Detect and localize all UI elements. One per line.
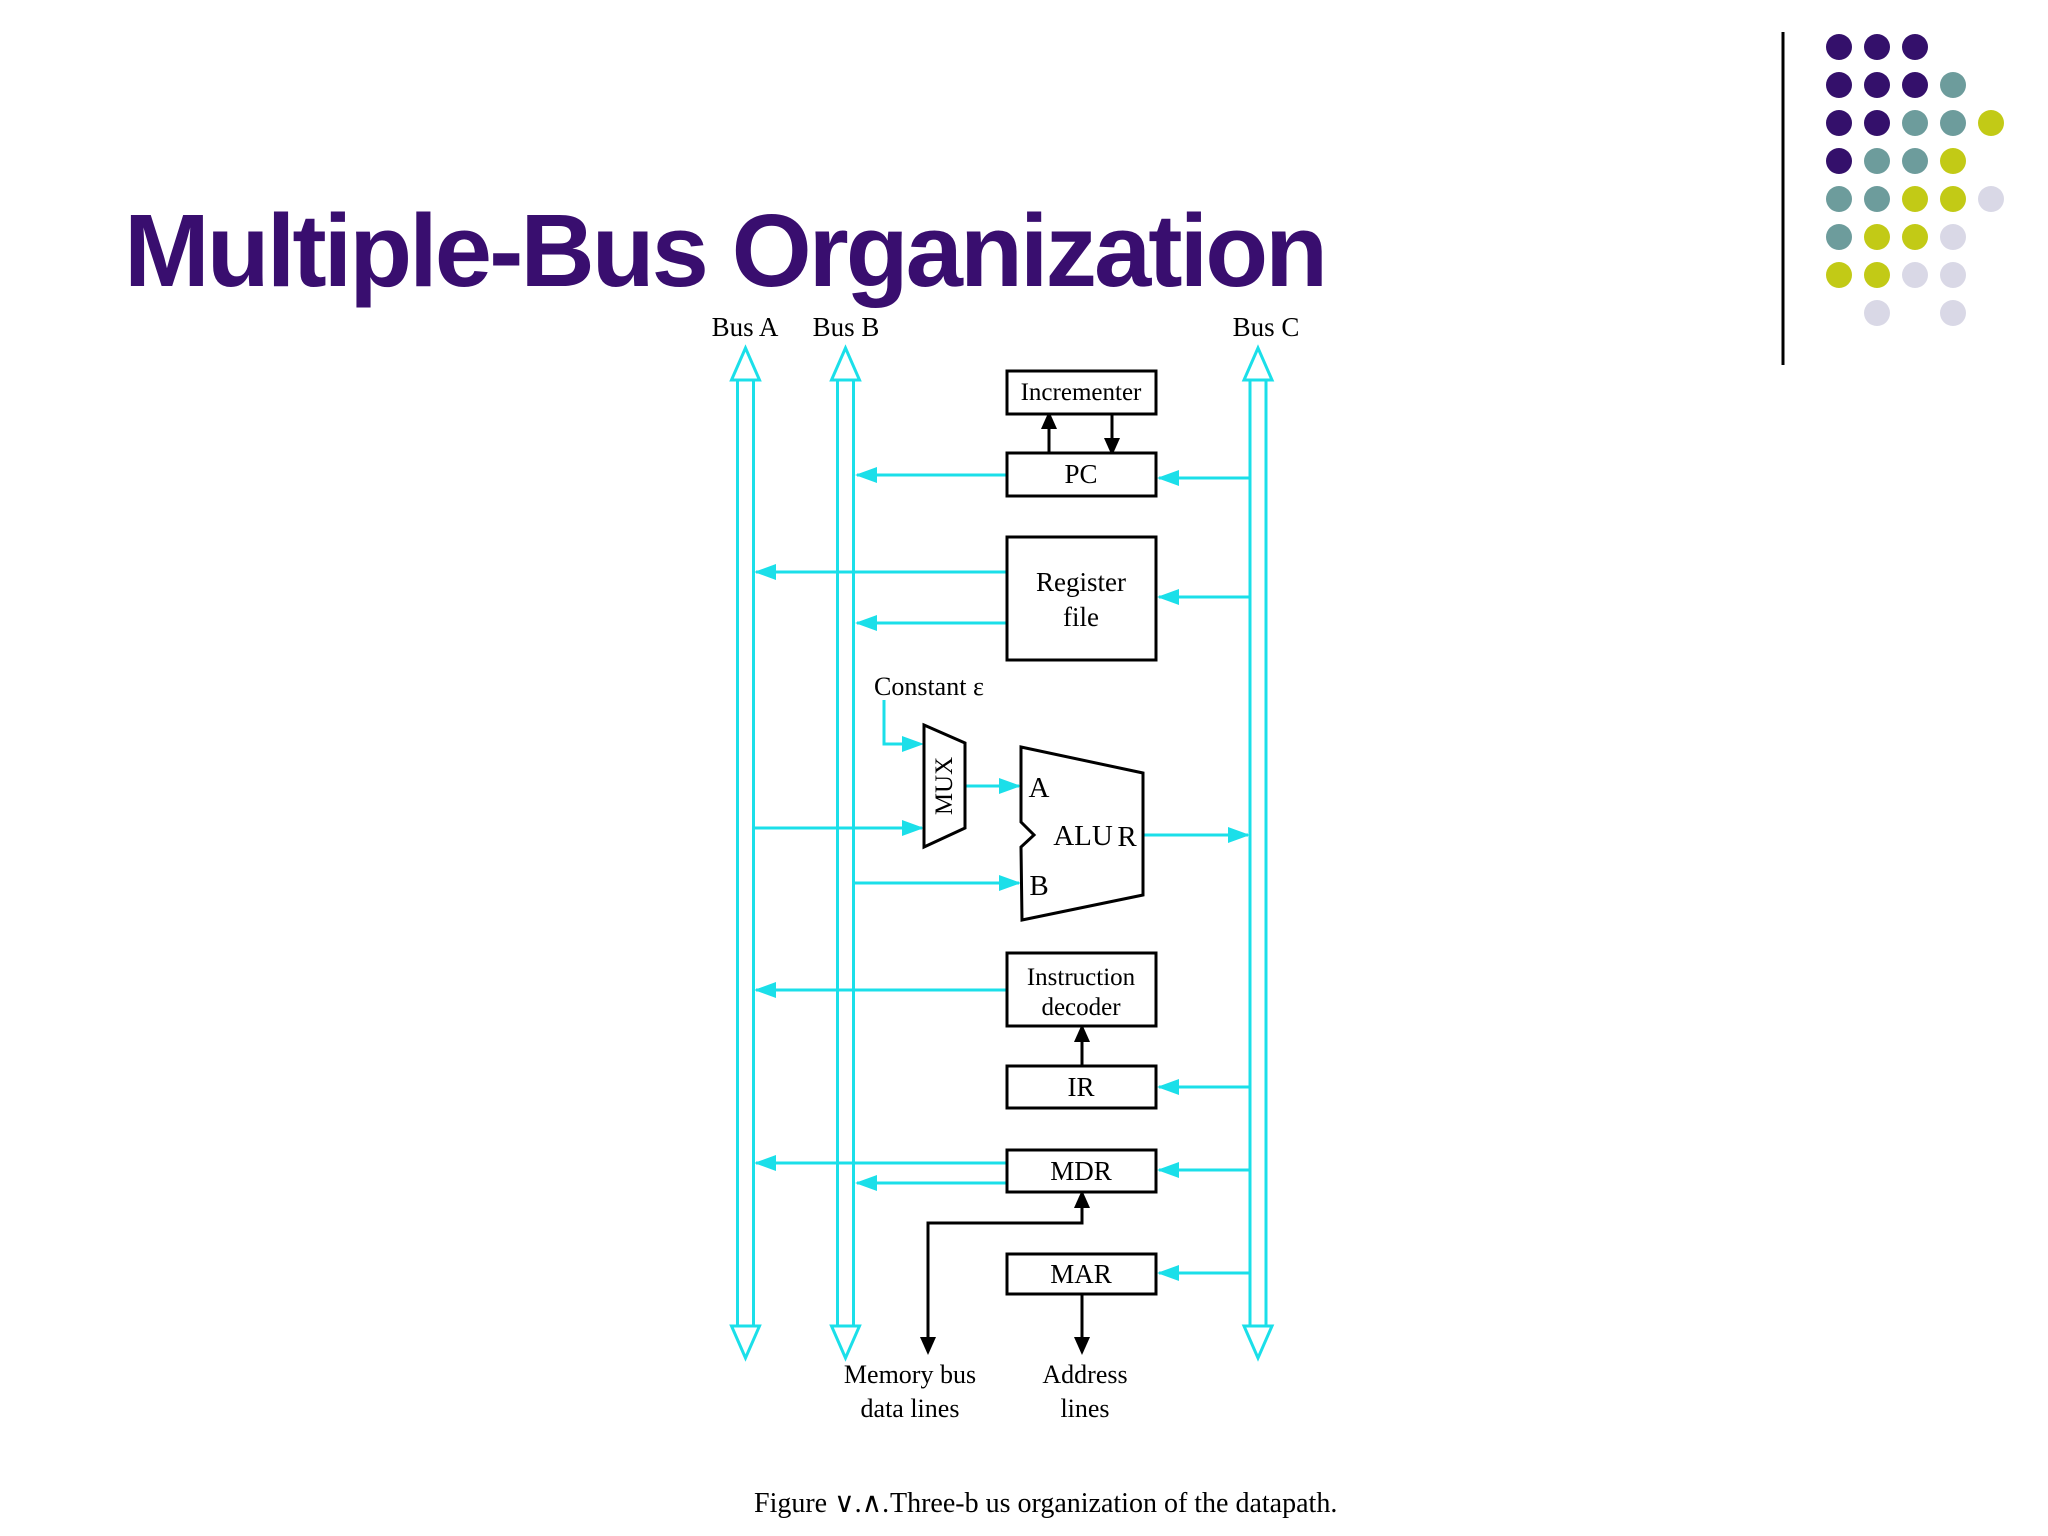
cyan-arrowhead bbox=[754, 1155, 776, 1171]
register-file-label-line1: Register bbox=[1036, 567, 1126, 597]
alu-shape bbox=[1019, 745, 1145, 922]
decor-dot bbox=[1826, 186, 1852, 212]
memory-bus-label-line2: data lines bbox=[861, 1394, 960, 1423]
constant-label: Constant ε bbox=[874, 672, 984, 701]
mux-shape bbox=[922, 722, 967, 850]
decor-dot bbox=[1940, 148, 1966, 174]
mux-label: MUX bbox=[931, 757, 958, 815]
bus-arrowhead-down bbox=[829, 1324, 862, 1362]
instruction-decoder-box bbox=[1005, 951, 1158, 1028]
black-arrowhead bbox=[1074, 1024, 1090, 1042]
decor-dot bbox=[1826, 262, 1852, 288]
decor-dot bbox=[1902, 72, 1928, 98]
ir-label: IR bbox=[1068, 1072, 1095, 1102]
address-lines-label-line1: Address bbox=[1042, 1360, 1127, 1389]
decor-dot bbox=[1902, 34, 1928, 60]
instruction-decoder-label-line1: Instruction bbox=[1027, 964, 1136, 991]
alu-label: ALU bbox=[1053, 820, 1113, 852]
decor-dot bbox=[1864, 186, 1890, 212]
decor-dot bbox=[1902, 148, 1928, 174]
bus-a-label: Bus A bbox=[712, 312, 779, 342]
ir-box bbox=[1005, 1064, 1158, 1110]
bus-and-connector-layer bbox=[729, 344, 1275, 1362]
cyan-arrowhead bbox=[754, 564, 776, 580]
decor-dot bbox=[1902, 110, 1928, 136]
black-arrowhead bbox=[1074, 1190, 1090, 1208]
decor-dot bbox=[1940, 186, 1966, 212]
cyan-arrowhead bbox=[1157, 1265, 1179, 1281]
address-lines-label-line2: lines bbox=[1060, 1394, 1109, 1423]
decor-dot bbox=[1826, 72, 1852, 98]
decor-dot bbox=[1864, 262, 1890, 288]
figure-caption-text: Three-b us organization of the datapath. bbox=[890, 1488, 1337, 1519]
bus-arrowhead-up bbox=[829, 344, 862, 382]
incrementer-label: Incrementer bbox=[1021, 379, 1142, 406]
decor-dots-pattern bbox=[1781, 32, 2004, 365]
decor-dot bbox=[1864, 72, 1890, 98]
bus-arrowhead-up bbox=[1241, 344, 1275, 382]
cyan-arrowhead bbox=[999, 875, 1021, 891]
alu-port-r-label: R bbox=[1117, 821, 1137, 853]
cyan-arrowhead bbox=[1157, 470, 1179, 486]
register-file-box bbox=[1005, 535, 1158, 662]
cyan-arrowhead bbox=[855, 1175, 877, 1191]
decor-dot bbox=[1826, 148, 1852, 174]
decor-dot bbox=[1826, 110, 1852, 136]
pc-box bbox=[1005, 451, 1158, 498]
cyan-arrowhead bbox=[1228, 827, 1250, 843]
decor-dot bbox=[1940, 300, 1966, 326]
decor-dot bbox=[1902, 262, 1928, 288]
bus-arrowhead-up bbox=[729, 344, 762, 382]
cyan-arrowhead bbox=[1157, 1162, 1179, 1178]
bus-arrowhead-down bbox=[729, 1324, 762, 1362]
pc-label: PC bbox=[1064, 459, 1097, 489]
black-arrowhead bbox=[920, 1337, 936, 1355]
alu-port-b-label: B bbox=[1029, 870, 1048, 902]
decor-dot bbox=[1940, 72, 1966, 98]
bus-arrowhead-down bbox=[1241, 1324, 1275, 1362]
black-connector-membus-to-mdr bbox=[926, 1199, 1084, 1346]
decor-dot bbox=[1978, 110, 2004, 136]
black-arrowhead bbox=[1104, 438, 1120, 456]
cyan-arrowhead bbox=[1157, 1079, 1179, 1095]
decor-dot bbox=[1940, 110, 1966, 136]
cyan-arrowhead bbox=[902, 820, 924, 836]
decor-dot bbox=[1902, 224, 1928, 250]
mar-label: MAR bbox=[1050, 1259, 1112, 1289]
cyan-arrowhead bbox=[902, 736, 924, 752]
cyan-arrowhead bbox=[855, 467, 877, 483]
register-file-label-line2: file bbox=[1063, 602, 1099, 632]
cyan-arrowhead bbox=[754, 982, 776, 998]
decor-dot bbox=[1940, 262, 1966, 288]
decor-dot bbox=[1978, 186, 2004, 212]
mdr-box bbox=[1005, 1148, 1158, 1194]
figure-caption-number: Figure ∨.∧. bbox=[754, 1488, 889, 1519]
mdr-label: MDR bbox=[1050, 1156, 1112, 1186]
decor-dot bbox=[1864, 34, 1890, 60]
bus-c-label: Bus C bbox=[1233, 312, 1300, 342]
incrementer-box bbox=[1005, 369, 1158, 416]
cyan-arrowhead bbox=[999, 778, 1021, 794]
mar-box bbox=[1005, 1252, 1158, 1296]
decor-dot bbox=[1864, 224, 1890, 250]
slide-title: Multiple-Bus Organization bbox=[124, 193, 1328, 308]
memory-bus-label-line1: Memory bus bbox=[844, 1360, 976, 1389]
bus-b-label: Bus B bbox=[813, 312, 880, 342]
black-arrowhead bbox=[1074, 1337, 1090, 1355]
decor-dot bbox=[1940, 224, 1966, 250]
cyan-arrowhead bbox=[1157, 589, 1179, 605]
alu-port-a-label: A bbox=[1029, 772, 1050, 804]
black-arrowhead bbox=[1041, 411, 1057, 429]
decor-dot bbox=[1826, 224, 1852, 250]
decor-dot bbox=[1826, 34, 1852, 60]
decor-dot bbox=[1864, 148, 1890, 174]
decor-dot bbox=[1902, 186, 1928, 212]
decor-dot bbox=[1864, 300, 1890, 326]
cyan-arrowhead bbox=[855, 615, 877, 631]
decor-dot bbox=[1864, 110, 1890, 136]
instruction-decoder-label-line2: decoder bbox=[1041, 994, 1121, 1021]
